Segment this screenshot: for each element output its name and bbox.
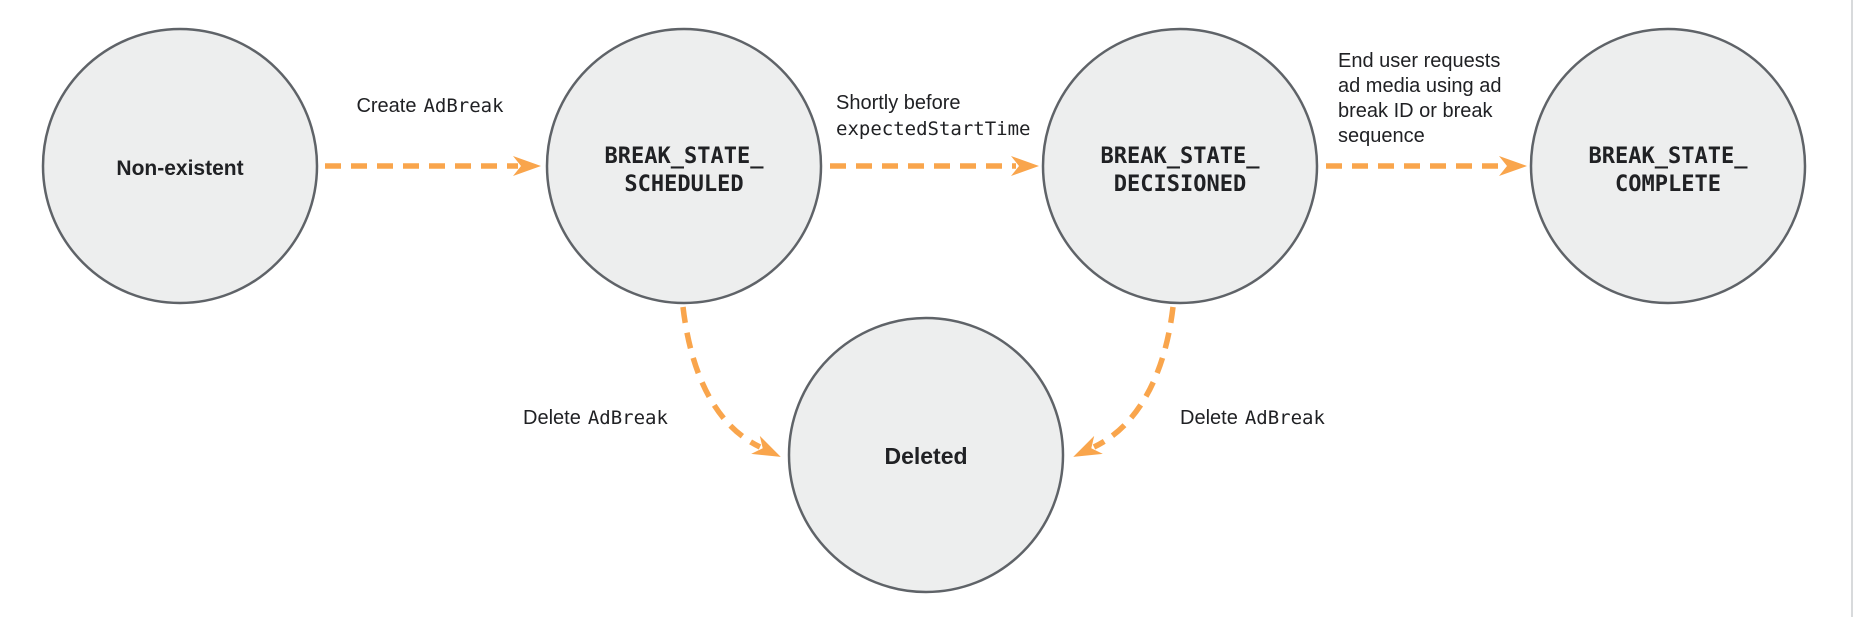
label-delete-decisioned-code: AdBreak (1245, 407, 1326, 429)
state-circle-non-existent (41, 27, 319, 305)
state-label-decisioned-line1: BREAK_STATE_ (1101, 144, 1261, 169)
state-label-complete-line1: BREAK_STATE_ (1589, 144, 1749, 169)
state-node-scheduled: BREAK_STATE_ SCHEDULED (545, 27, 823, 305)
state-circle-complete (1529, 27, 1807, 305)
state-circle-scheduled (545, 27, 823, 305)
label-create-adbreak-code: AdBreak (423, 95, 504, 117)
label-delete-from-decisioned: Delete AdBreak (1180, 407, 1325, 429)
label-end-user-line1: End user requests (1338, 50, 1500, 72)
state-label-non-existent: Non-existent (116, 157, 243, 180)
label-end-user-line2: ad media using ad (1338, 75, 1501, 97)
label-shortly-before-code: expectedStartTime (836, 118, 1030, 140)
state-label-deleted: Deleted (884, 443, 967, 469)
state-node-complete: BREAK_STATE_ COMPLETE (1529, 27, 1807, 305)
label-end-user-line3: break ID or break (1338, 100, 1494, 122)
arrow-delete-from-scheduled (680, 306, 781, 457)
state-node-decisioned: BREAK_STATE_ DECISIONED (1041, 27, 1319, 305)
state-label-scheduled-line2: SCHEDULED (624, 172, 743, 197)
label-delete-scheduled-code: AdBreak (588, 407, 669, 429)
state-node-non-existent: Non-existent (41, 27, 319, 305)
label-end-user-request: End user requests ad media using ad brea… (1338, 50, 1501, 147)
label-shortly-before-line1: Shortly before (836, 92, 961, 114)
state-circle-decisioned (1041, 27, 1319, 305)
state-circle-deleted (787, 316, 1065, 594)
label-delete-from-scheduled: Delete AdBreak (523, 407, 668, 429)
label-create-adbreak: Create AdBreak (356, 95, 504, 117)
state-label-complete-line2: COMPLETE (1615, 172, 1721, 197)
arrow-delete-from-decisioned (1073, 306, 1176, 457)
label-delete-scheduled-action: Delete (523, 407, 581, 429)
transitions (325, 156, 1527, 457)
label-shortly-before: Shortly before expectedStartTime (836, 92, 1030, 140)
state-node-deleted: Deleted (787, 316, 1065, 594)
state-label-decisioned-line2: DECISIONED (1114, 172, 1246, 197)
state-label-scheduled-line1: BREAK_STATE_ (605, 144, 765, 169)
label-create-adbreak-action: Create (356, 95, 416, 117)
label-delete-decisioned-action: Delete (1180, 407, 1238, 429)
label-end-user-line4: sequence (1338, 125, 1425, 147)
